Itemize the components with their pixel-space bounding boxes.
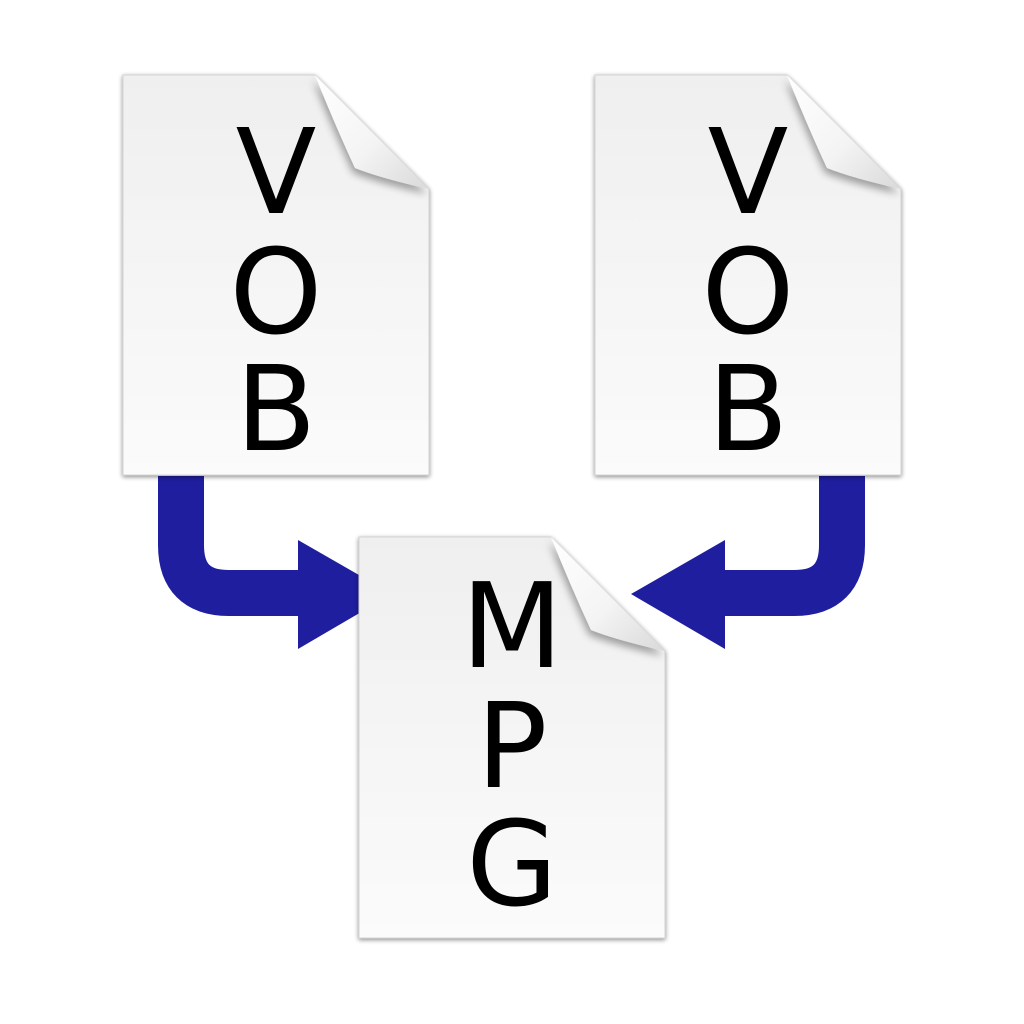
file-letter: G	[466, 795, 557, 933]
file-letter: O	[230, 223, 323, 361]
file-letter: V	[708, 103, 789, 241]
file-letter: B	[708, 340, 789, 478]
document-icon: V O B	[122, 74, 430, 478]
curved-arrow-right-icon	[158, 476, 392, 649]
file-letter: P	[476, 677, 547, 815]
curved-arrow-left-icon	[631, 476, 865, 649]
document-icon: V O B	[594, 74, 902, 478]
file-letter: M	[461, 557, 563, 695]
file-letter: O	[702, 223, 795, 361]
file-letter: B	[236, 340, 317, 478]
document-icon: M P G	[358, 536, 666, 939]
file-letter: V	[236, 103, 317, 241]
